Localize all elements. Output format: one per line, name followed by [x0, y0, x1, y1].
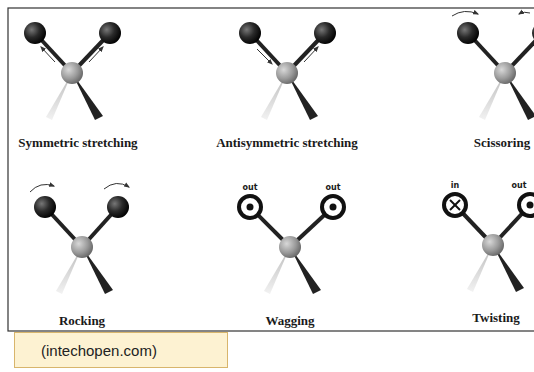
rocking-molecule	[30, 183, 129, 294]
wagging-molecule	[239, 196, 344, 294]
mode-name: Antisymmetric stretching	[216, 136, 358, 150]
antisymmetric-molecule	[239, 22, 336, 120]
direction-label: out	[511, 182, 526, 191]
direction-label: out	[242, 184, 257, 193]
source-text: (intechopen.com)	[41, 342, 157, 359]
scissoring-molecule	[452, 11, 534, 120]
frame	[8, 8, 534, 331]
direction-label: out	[325, 184, 340, 193]
twisting-molecule	[444, 194, 534, 292]
mode-name: Symmetric stretching	[18, 136, 137, 150]
direction-label: in	[451, 182, 459, 191]
mode-name: Twisting	[472, 311, 519, 325]
mode-name: Wagging	[265, 314, 314, 328]
mode-name: Rocking	[59, 314, 105, 328]
mode-name: Scissoring	[474, 136, 530, 150]
symmetric-molecule	[24, 22, 121, 120]
source-box: (intechopen.com)	[14, 332, 228, 368]
